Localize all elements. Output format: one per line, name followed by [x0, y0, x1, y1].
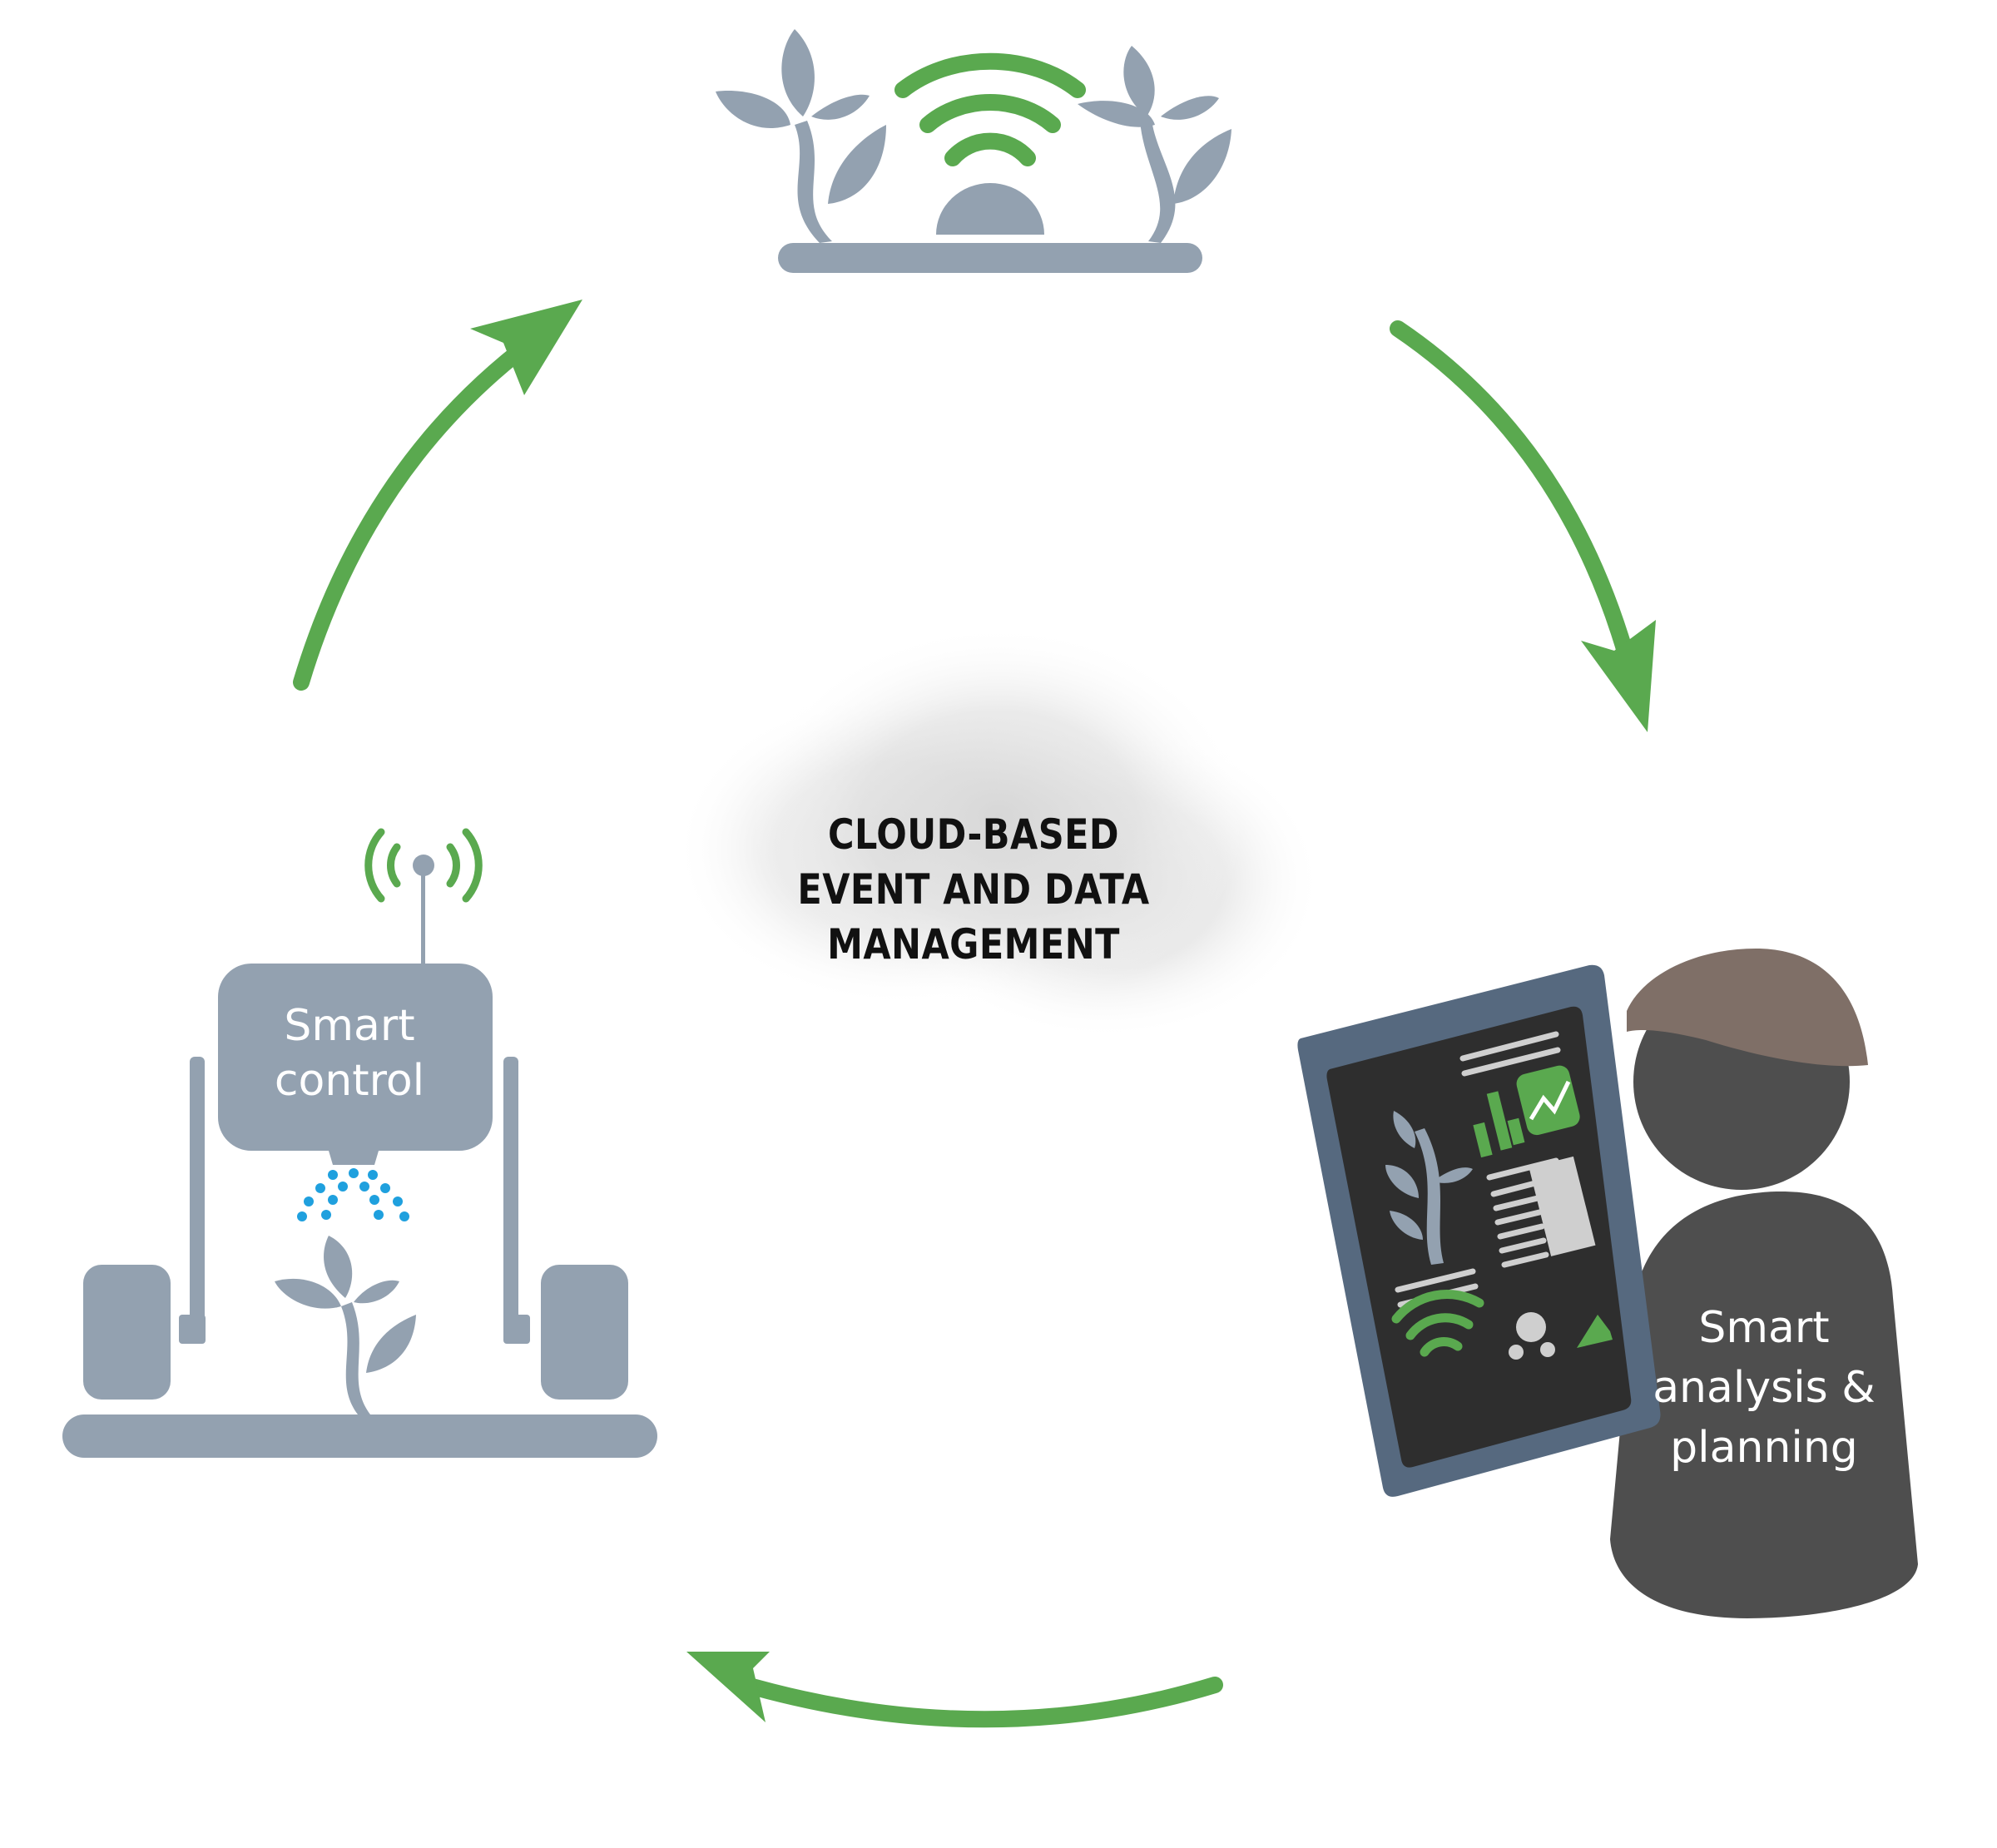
smart-analysis-label-line-3: planning	[1670, 1423, 1858, 1473]
center-title-line-2: EVENT AND DATA	[797, 865, 1150, 914]
center-title-line-1: CLOUD-BASED	[827, 810, 1120, 859]
smart-analysis-label-line-2: analysis &	[1653, 1363, 1876, 1413]
arrowhead-2	[1581, 620, 1656, 732]
farmer-body	[1610, 1191, 1918, 1618]
arrow-sensing-to-analysis	[1390, 320, 1635, 666]
smart-sprayer-robot-icon	[62, 828, 657, 1458]
arrow-control-to-sensing	[293, 333, 541, 691]
smart-control-label-line-1: Smart	[284, 1001, 415, 1051]
cycle-arrows	[293, 320, 1635, 1728]
smart-control-label-line-2: control	[274, 1056, 425, 1106]
smart-control-label: Smart control	[216, 998, 483, 1108]
smart-analysis-label: Smart analysis & planning	[1606, 1298, 1922, 1478]
arrow-analysis-to-control	[724, 1672, 1223, 1728]
plants-wifi-sensor-icon	[716, 29, 1231, 273]
center-title-line-3: MANAGEMENT	[827, 920, 1120, 969]
farmer-cap	[1627, 949, 1868, 1067]
arrowhead-1	[470, 300, 582, 395]
smart-analysis-label-line-1: Smart	[1698, 1303, 1830, 1353]
center-title: CLOUD-BASED EVENT AND DATA MANAGEMENT	[759, 807, 1188, 972]
farmer-tablet-icon	[1297, 949, 1918, 1618]
arrowhead-3	[686, 1652, 770, 1722]
tablet-icon	[1297, 964, 1661, 1497]
cloud-icon	[674, 624, 1323, 1040]
